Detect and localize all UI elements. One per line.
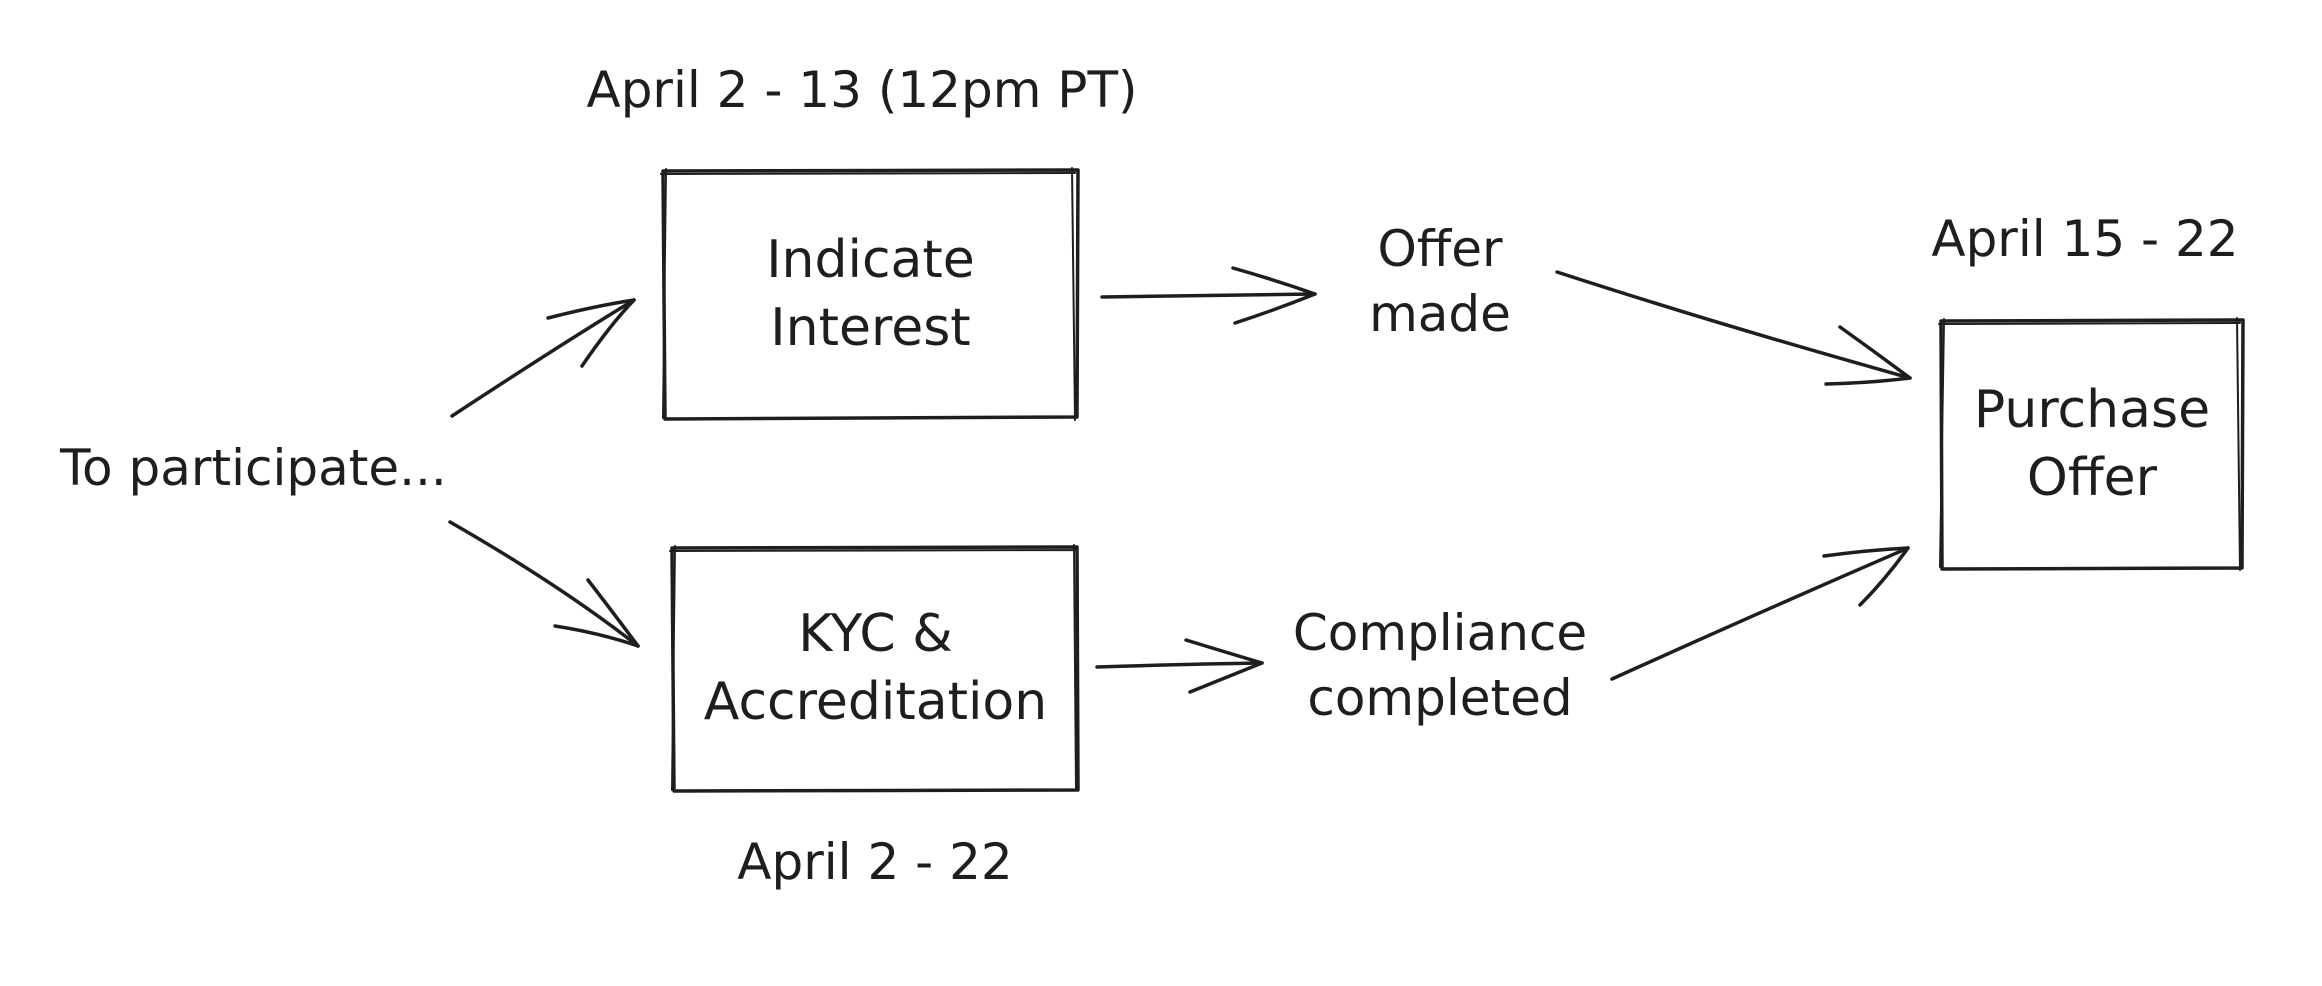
compliance-completed-label: Compliance completed [1280,596,1600,736]
purchase-offer-date: April 15 - 22 [1931,210,2239,268]
purchase-offer-box [1938,317,2245,571]
start-label: To participate... [60,439,447,497]
kyc-accreditation-date: April 2 - 22 [737,833,1013,891]
indicate-interest-line-2: Interest [770,298,971,358]
arrow-to-compliance-completed [1095,638,1264,694]
purchase-offer-line-1: Purchase [1973,380,2211,441]
kyc-accreditation-text: KYC & Accreditation [677,552,1074,786]
purchase-offer-text: Purchase Offer [1945,326,2239,564]
indicate-interest-date: April 2 - 13 (12pm PT) [586,61,1138,119]
offer-made-line-1: Offer [1377,220,1503,278]
compliance-completed-line-2: completed [1307,669,1573,727]
indicate-interest-box [660,167,1080,421]
arrow-to-indicate-interest [450,298,636,418]
compliance-completed-line-1: Compliance [1292,604,1588,662]
indicate-interest-line-1: Indicate [766,230,975,291]
kyc-accreditation-box [669,544,1080,793]
arrow-to-offer-made [1100,266,1317,325]
offer-made-line-2: made [1369,285,1511,343]
purchase-offer-line-2: Offer [2026,448,2158,508]
kyc-accreditation-line-2: Accreditation [703,672,1048,732]
indicate-interest-text: Indicate Interest [668,176,1073,414]
offer-made-label: Offer made [1330,212,1550,352]
arrow-offer-made-to-purchase [1555,270,1912,386]
arrow-to-kyc [448,520,640,648]
arrow-compliance-to-purchase [1610,546,1910,681]
kyc-accreditation-line-1: KYC & [798,604,953,665]
